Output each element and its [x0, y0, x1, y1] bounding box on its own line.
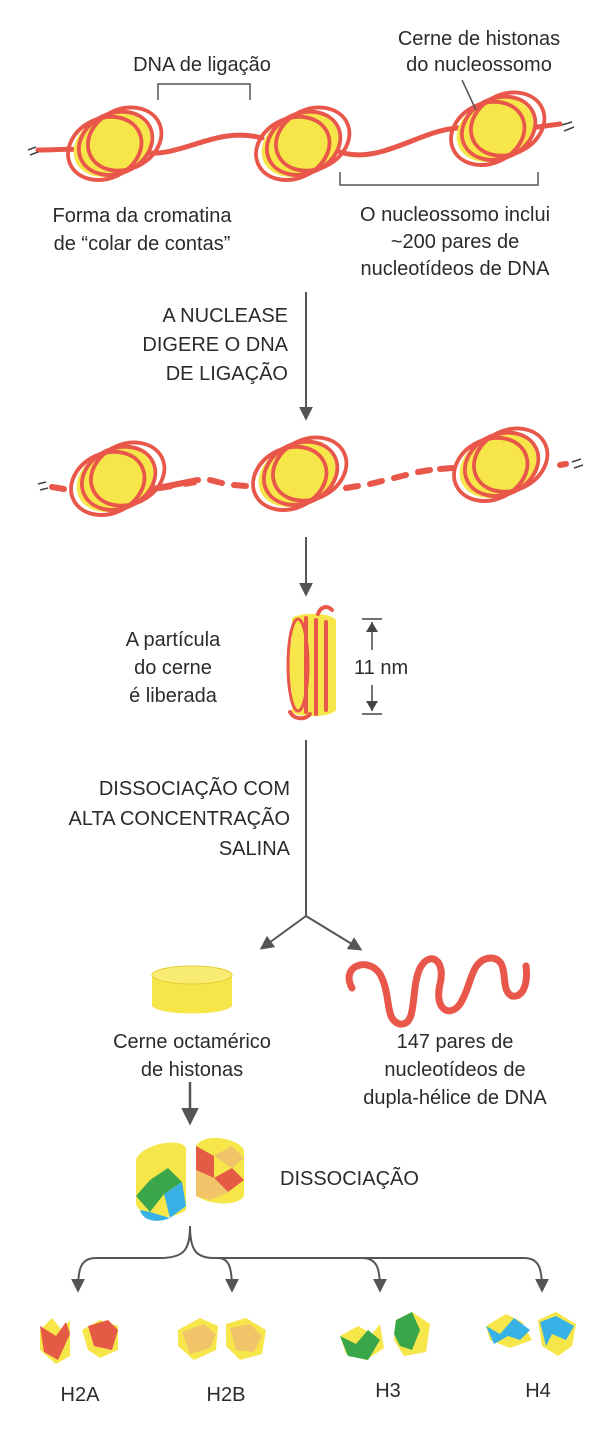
strand-end-right	[561, 121, 575, 132]
strand-end-left-2	[37, 481, 49, 491]
octamer-label-line1: Cerne octamérico	[113, 1031, 271, 1053]
nucleosome-6	[452, 426, 550, 503]
strand-end-left	[27, 146, 39, 156]
free-dna-label-line1: 147 pares de	[396, 1031, 514, 1053]
beads-label-line2: de “colar de contas”	[53, 233, 231, 255]
free-dna-label-line2: nucleotídeos de	[384, 1059, 526, 1081]
arrow-dissociation-salt	[259, 740, 363, 951]
core-label-line1: Cerne de histonas	[397, 28, 561, 50]
histone-h2a-dimer	[40, 1318, 118, 1364]
histone-h2a-label: H2A	[60, 1384, 100, 1406]
histone-h2b-dimer	[178, 1318, 266, 1360]
octamer-label-line2: de histonas	[140, 1059, 244, 1081]
step-salt-line2: ALTA CONCENTRAÇÃO	[68, 808, 290, 830]
histone-octamer	[151, 965, 233, 1014]
step-dissociation-label: DISSOCIAÇÃO	[280, 1168, 419, 1190]
cut-linker-dna-2	[159, 479, 197, 491]
step-nuclease-line3: DE LIGAÇÃO	[165, 363, 288, 385]
cut-linker-dna	[49, 461, 569, 493]
octamer-half-right	[196, 1137, 244, 1204]
particle-label-line1: A partícula	[125, 629, 221, 651]
digested-chromatin	[37, 426, 584, 517]
nucleosome-label-line1: O nucleossomo inclui	[359, 204, 551, 226]
size-label: 11 nm	[354, 657, 409, 679]
nucleosome-label-line3: nucleotídeos de DNA	[360, 258, 550, 280]
nucleosome-1	[66, 105, 164, 182]
core-label-line2: do nucleossomo	[406, 54, 552, 76]
nucleosome-3	[449, 90, 547, 167]
free-dna-label-line3: dupla-hélice de DNA	[363, 1087, 547, 1109]
core-pointer-line	[461, 79, 477, 111]
step-nuclease-line1: A NUCLEASE	[162, 305, 288, 327]
linker-dna-strand	[35, 121, 563, 158]
nucleosome-label-line2: ~200 pares de	[390, 231, 520, 253]
nucleosome-4	[69, 440, 167, 517]
histone-h4-label: H4	[525, 1380, 551, 1402]
particle-label-line3: é liberada	[129, 685, 217, 707]
histone-distribution-arrows	[71, 1225, 549, 1293]
free-dna-strand	[345, 954, 530, 1028]
linker-dna-bracket	[157, 83, 251, 100]
core-particle	[286, 605, 336, 721]
size-indicator	[362, 618, 382, 715]
histone-h3-dimer	[340, 1312, 430, 1360]
core-dna-wrap	[288, 605, 334, 721]
octamer-halves	[136, 1137, 244, 1221]
step-salt-line3: SALINA	[218, 838, 290, 860]
particle-label-line2: do cerne	[134, 657, 212, 679]
histone-h2b-label: H2B	[206, 1384, 246, 1406]
step-salt-line1: DISSOCIAÇÃO COM	[98, 778, 290, 800]
beads-label-line1: Forma da cromatina	[52, 205, 232, 227]
linker-dna-label: DNA de ligação	[133, 54, 271, 76]
step-nuclease-line2: DIGERE O DNA	[142, 334, 288, 356]
beads-on-string	[27, 79, 575, 186]
histone-h4-dimer	[486, 1312, 576, 1356]
nucleosome-2	[254, 105, 352, 182]
strand-end-right-2	[571, 458, 584, 469]
nucleosome-bracket	[339, 172, 539, 186]
histone-h3-label: H3	[375, 1380, 401, 1402]
nucleosome-5	[251, 435, 349, 512]
octamer-half-left	[136, 1142, 186, 1221]
